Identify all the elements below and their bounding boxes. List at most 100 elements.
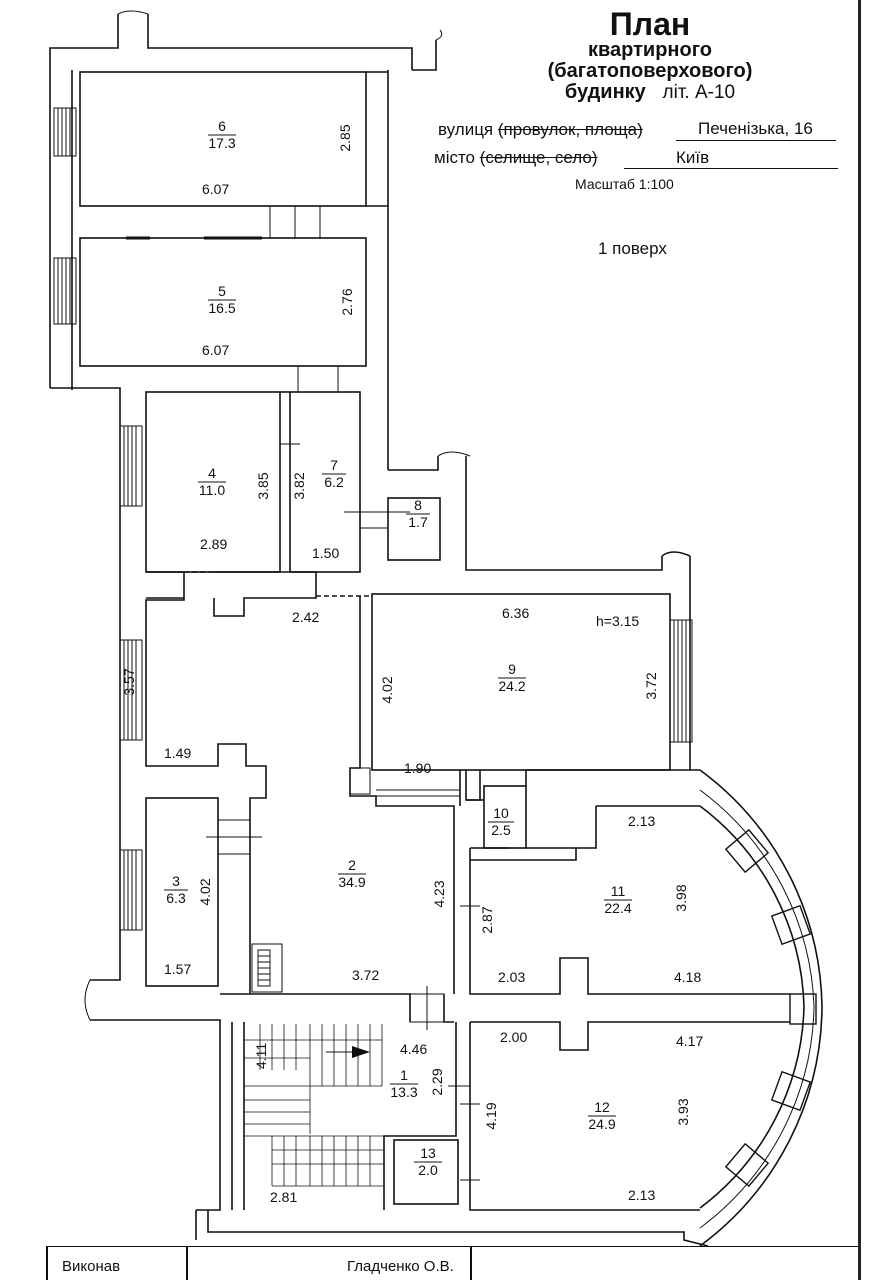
city-value: Київ <box>676 148 710 167</box>
dim-2-03: 2.03 <box>498 969 525 985</box>
dim-3-93: 3.93 <box>675 1098 691 1125</box>
street-value: Печенізька, 16 <box>698 119 813 138</box>
street-underline <box>676 140 836 141</box>
room-11-number: 11 <box>611 883 626 899</box>
arc-outer <box>699 769 823 1247</box>
street-line: вулиця (провулок, площа) <box>438 120 643 140</box>
room-6-area: 17.3 <box>208 135 235 151</box>
plan-subtitle-3: будинку літ. А-10 <box>470 82 830 104</box>
building-letter: літ. А-10 <box>662 82 736 103</box>
dim-3-57: 3.57 <box>121 668 137 695</box>
footer-divider <box>186 1246 188 1280</box>
dim-4-18: 4.18 <box>674 969 701 985</box>
room-12-number: 12 <box>594 1099 610 1115</box>
room-2-number: 2 <box>348 857 356 873</box>
city-underline <box>624 168 838 169</box>
room-8-number: 8 <box>414 497 422 513</box>
door-5-corridor <box>297 365 339 393</box>
dim-6-36: 6.36 <box>502 605 529 621</box>
dim-4-19: 4.19 <box>483 1102 499 1129</box>
arc-inner <box>699 805 805 1209</box>
footer-left-border <box>46 1246 48 1280</box>
room-4-area: 11.0 <box>199 482 225 498</box>
dim-1-50: 1.50 <box>312 545 339 561</box>
dim-6-07-a: 6.07 <box>202 181 229 197</box>
room-6-outline <box>79 71 367 207</box>
city-struck: (селище, село) <box>479 148 598 167</box>
street-struck: (провулок, площа) <box>497 120 643 139</box>
window-3 <box>119 849 143 931</box>
dim-4-11: 4.11 <box>253 1043 269 1069</box>
room-13-number: 13 <box>420 1145 436 1161</box>
plan-subtitle-2: (багатоповерхового) <box>547 60 753 82</box>
page-right-border <box>858 0 861 1280</box>
wall-outer-top <box>147 14 413 70</box>
plan-subtitle-1: квартирного <box>587 39 712 61</box>
room-8-outline <box>387 497 441 561</box>
dim-4-17: 4.17 <box>676 1033 703 1049</box>
dim-1-90: 1.90 <box>404 760 431 776</box>
dim-3-72-b: 3.72 <box>352 967 379 983</box>
dim-2-85: 2.85 <box>337 124 353 151</box>
floor-label: 1 поверх <box>598 239 667 258</box>
room-5-area: 16.5 <box>208 300 235 316</box>
dim-1-57: 1.57 <box>164 961 191 977</box>
dim-4-02-b: 4.02 <box>197 878 213 905</box>
city-label: місто <box>434 148 476 167</box>
dim-3-72-a: 3.72 <box>643 672 659 699</box>
window-4 <box>119 425 143 507</box>
window-6 <box>53 107 77 157</box>
room-1-number: 1 <box>400 1067 408 1083</box>
wall-outer-left-middle <box>50 387 121 981</box>
dim-2-76: 2.76 <box>339 288 355 315</box>
window-hall <box>119 639 143 741</box>
dim-2-87: 2.87 <box>479 906 495 933</box>
room-12-outline <box>470 1021 706 1051</box>
room-7-number: 7 <box>330 457 338 473</box>
footer-table <box>46 1246 858 1281</box>
room-13-area: 2.0 <box>418 1162 438 1178</box>
dim-3-82: 3.82 <box>291 472 307 499</box>
room-13-outline <box>393 1139 459 1205</box>
dim-2-42: 2.42 <box>292 609 319 625</box>
room-3-outline <box>145 797 219 987</box>
plan-title: План <box>609 6 691 42</box>
title-block: План квартирного (багатоповерхового) буд… <box>470 8 830 103</box>
room-9-number: 9 <box>508 661 516 677</box>
dim-2-00: 2.00 <box>500 1029 527 1045</box>
room-3-area: 6.3 <box>166 890 186 906</box>
dim-2-13-b: 2.13 <box>628 1187 655 1203</box>
room-11-outline <box>469 860 706 995</box>
city-line: місто (селище, село) <box>434 148 598 168</box>
footer-performer-name: Гладченко О.В. <box>347 1258 454 1275</box>
room-10-area: 2.5 <box>491 822 511 838</box>
room-12-area: 24.9 <box>588 1116 615 1132</box>
window-9 <box>669 619 693 743</box>
room-7-outline <box>289 391 361 573</box>
footer-divider-2 <box>470 1246 472 1280</box>
room-7-area: 6.2 <box>324 474 344 490</box>
dim-2-81: 2.81 <box>270 1189 297 1205</box>
dim-6-07-b: 6.07 <box>202 342 229 358</box>
dim-1-49: 1.49 <box>164 745 191 761</box>
room-4-number: 4 <box>208 465 216 481</box>
scale-label: Масштаб 1:100 <box>575 176 674 192</box>
dim-3-98: 3.98 <box>673 884 689 911</box>
dim-3-85: 3.85 <box>255 472 271 499</box>
room-5-number: 5 <box>218 283 226 299</box>
window-5 <box>53 257 77 325</box>
room-6-number: 6 <box>218 118 226 134</box>
dim-4-02-a: 4.02 <box>379 676 395 703</box>
dim-4-46: 4.46 <box>400 1041 427 1057</box>
room-11-area: 22.4 <box>604 900 631 916</box>
dim-4-23: 4.23 <box>431 880 447 907</box>
footer-performer-label: Виконав <box>62 1258 121 1275</box>
wall-top-right-stub <box>412 40 437 71</box>
room-8-area: 1.7 <box>408 514 428 530</box>
dim-2-13-a: 2.13 <box>628 813 655 829</box>
room-10-number: 10 <box>493 805 509 821</box>
dim-2-29: 2.29 <box>429 1068 445 1095</box>
wall-outer-left-top <box>49 14 119 388</box>
room-1-area: 13.3 <box>390 1084 417 1100</box>
